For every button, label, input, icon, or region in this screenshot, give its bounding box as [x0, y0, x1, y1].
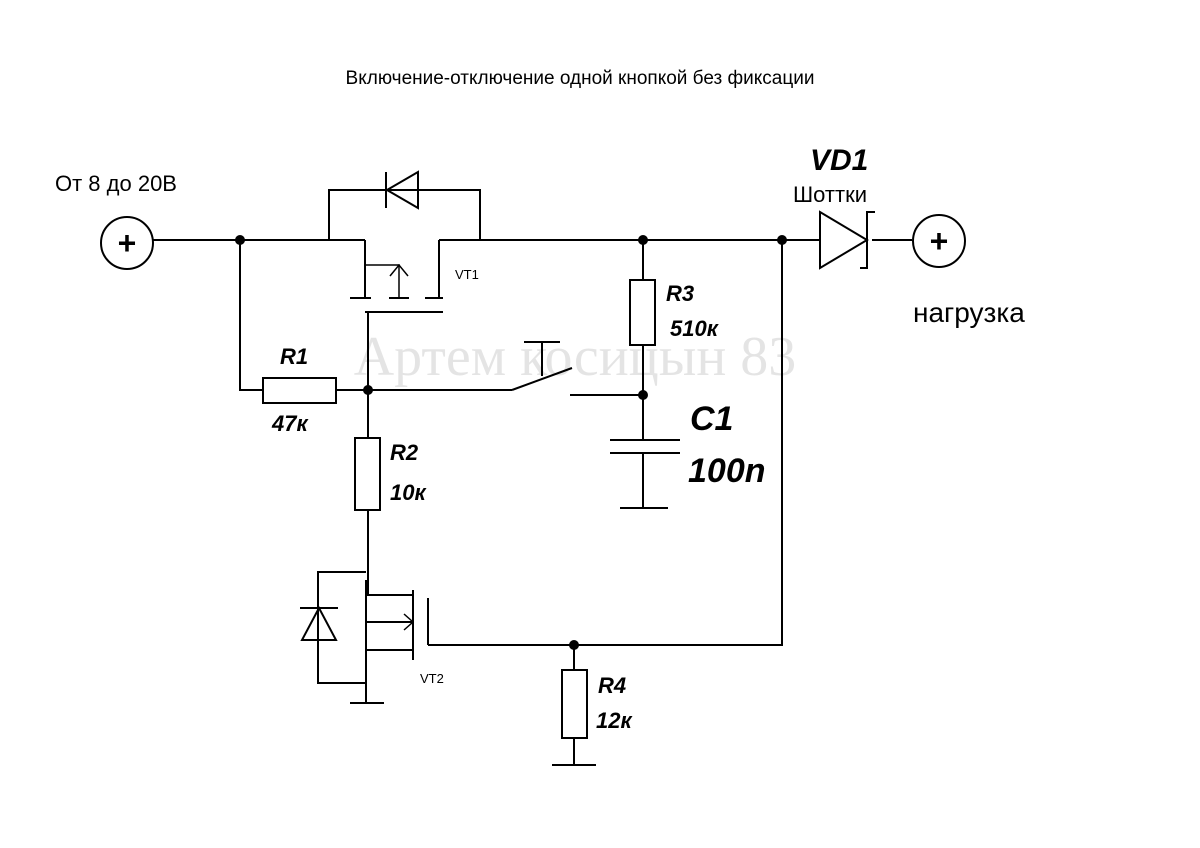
- c1-capacitor-symbol: [610, 395, 680, 509]
- output-load-label: нагрузка: [913, 297, 1025, 328]
- vt1-label: VT1: [455, 267, 479, 282]
- vt2-label: VT2: [420, 671, 444, 686]
- r3-resistor-symbol: [629, 240, 656, 395]
- vt1-body-diode-symbol: [385, 170, 419, 210]
- r4-name-label: R4: [598, 673, 626, 698]
- r2-value-label: 10к: [390, 480, 427, 505]
- vt2-mosfet-symbol: [300, 571, 439, 704]
- input-terminal: +: [100, 216, 154, 270]
- vd1-schottky-diode-symbol: [819, 210, 875, 270]
- c1-name-label: C1: [690, 400, 733, 438]
- r3-name-label: R3: [666, 281, 694, 306]
- r4-resistor-symbol: [552, 645, 596, 766]
- r2-name-label: R2: [390, 440, 419, 465]
- c1-value-label: 100n: [688, 452, 766, 490]
- vt1-mosfet-symbol: [350, 240, 443, 390]
- r1-value-label: 47к: [271, 411, 309, 436]
- r1-resistor-symbol: [262, 377, 368, 404]
- schematic-title: Включение-отключение одной кнопкой без ф…: [346, 68, 815, 89]
- r3-value-label: 510к: [670, 316, 720, 341]
- r1-name-label: R1: [280, 344, 308, 369]
- output-terminal: +: [912, 214, 966, 268]
- output-plus-symbol: +: [930, 223, 949, 259]
- r4-value-label: 12к: [596, 708, 633, 733]
- r2-resistor-symbol: [354, 390, 381, 595]
- input-voltage-label: От 8 до 20В: [55, 171, 177, 196]
- junction-dot: [235, 235, 245, 245]
- top-rail-wires: [153, 189, 912, 646]
- push-button-switch-symbol: [368, 341, 643, 396]
- junction-dot: [777, 235, 787, 245]
- input-plus-symbol: +: [118, 225, 137, 261]
- vd1-type-label: Шоттки: [793, 182, 867, 207]
- vd1-name-label: VD1: [810, 144, 868, 177]
- watermark-text: Артем косицын 83: [354, 326, 797, 388]
